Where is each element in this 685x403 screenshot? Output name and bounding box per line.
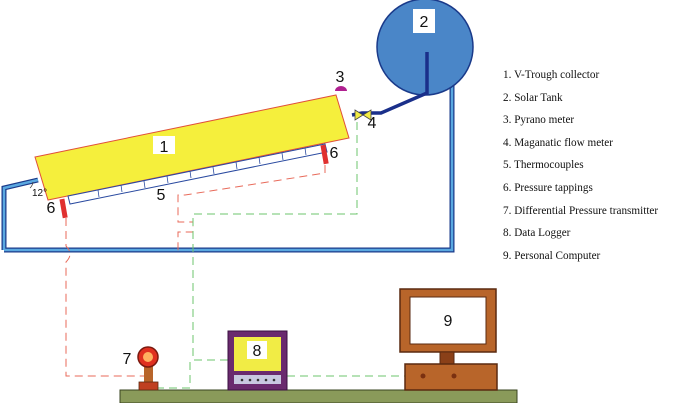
pyranometer-icon: [335, 86, 347, 91]
magnetic-flow-meter-icon: [354, 109, 372, 121]
legend-item: 2. Solar Tank: [503, 91, 563, 104]
absorber-tube: [67, 143, 328, 205]
personal-computer-icon: [399, 288, 498, 391]
dp-transmitter-icon: [137, 346, 159, 391]
legend: 1. V-Trough collector 2. Solar Tank 3. P…: [503, 64, 685, 267]
pressure-tapping-left: [59, 198, 68, 219]
pressure-tapping-left-number: 6: [47, 200, 56, 217]
computer-number: 9: [444, 313, 453, 330]
legend-item: 1. V-Trough collector: [503, 69, 600, 81]
data-logger-icon: [227, 330, 288, 391]
thermocouples-number: 5: [157, 187, 166, 204]
legend-item: 7. Differential Pressure transmitter: [503, 204, 659, 217]
flow-meter-number: 4: [368, 115, 377, 132]
legend-item: 3. Pyrano meter: [503, 114, 575, 127]
tilt-angle-arc: [29, 181, 34, 189]
legend-item: 9. Personal Computer: [503, 249, 601, 262]
legend-item: 4. Maganatic flow meter: [503, 136, 613, 149]
green-signal-line: [156, 122, 406, 389]
pyranometer-number: 3: [336, 69, 345, 86]
tilt-angle-label: 12°: [32, 188, 47, 199]
legend-item: 8. Data Logger: [503, 227, 571, 240]
pressure-tapping-right: [320, 144, 329, 165]
thermocouple-ticks: [97, 147, 307, 198]
legend-item: 5. Thermocouples: [503, 159, 584, 172]
tank-number: 2: [420, 14, 429, 31]
legend-item: 6. Pressure tappings: [503, 181, 593, 194]
data-logger-number: 8: [253, 343, 262, 360]
dp-transmitter-number: 7: [123, 351, 132, 368]
collector-number: 1: [160, 139, 169, 156]
red-signal-line: [65, 165, 326, 377]
v-trough-collector: [34, 94, 350, 201]
base-table: [119, 389, 518, 403]
pressure-tapping-right-number: 6: [330, 145, 339, 162]
